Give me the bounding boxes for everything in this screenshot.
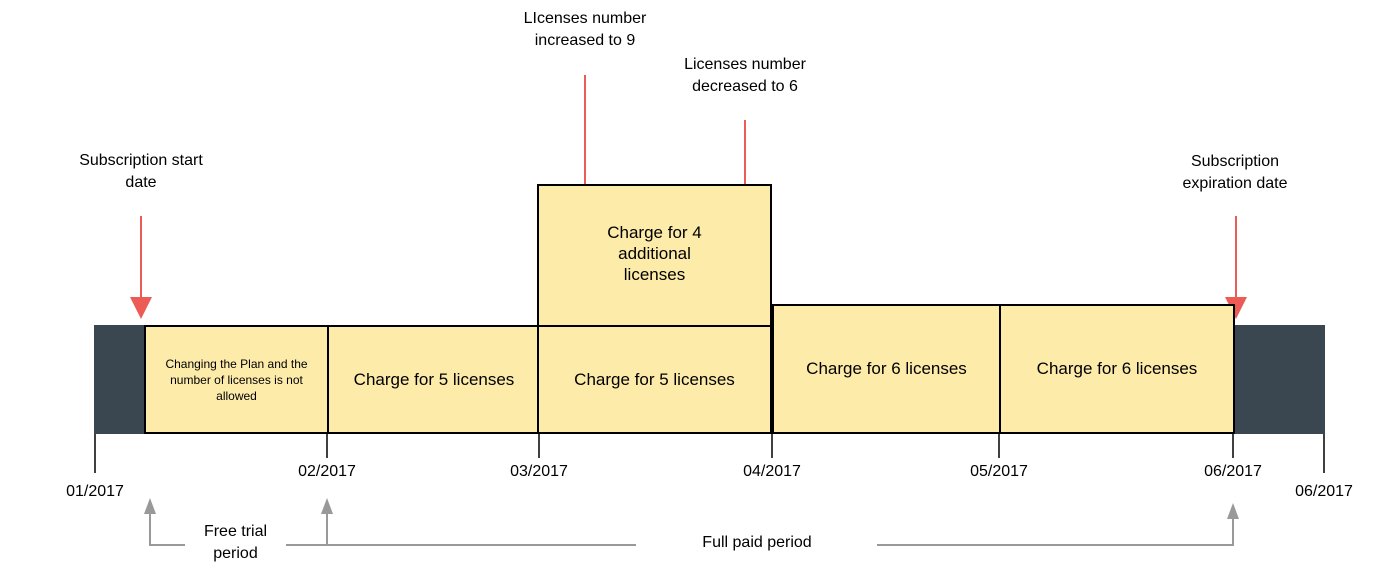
feb-charge-text: Charge for 5 licenses bbox=[353, 369, 515, 389]
feb-charge-box: Charge for 5 licenses bbox=[327, 325, 541, 434]
licenses-decreased-label: Licenses number decreased to 6 bbox=[684, 56, 806, 95]
mar-charge-box: Charge for 5 licenses bbox=[537, 325, 772, 434]
arrow-subscription-expiration bbox=[1225, 216, 1247, 319]
pre-subscription-segment bbox=[94, 325, 146, 434]
post-subscription-segment bbox=[1233, 325, 1325, 434]
tick-label-04-2017: 04/2017 bbox=[743, 463, 801, 480]
tick-label-06-2017-end: 06/2017 bbox=[1295, 483, 1353, 500]
tick-label-05-2017: 05/2017 bbox=[970, 463, 1028, 480]
mar-additional-text: Charge for 4 additional licenses bbox=[607, 223, 702, 284]
period-bracket-full-paid bbox=[321, 498, 1239, 546]
full-paid-period-label: Full paid period bbox=[702, 534, 812, 551]
mar-additional-box: Charge for 4 additional licenses bbox=[537, 184, 772, 327]
licenses-increased-label: LIcenses number increased to 9 bbox=[523, 10, 647, 49]
mar-charge-text: Charge for 5 licenses bbox=[574, 369, 735, 389]
free-trial-period-label: Free trial period bbox=[203, 523, 268, 562]
may-charge-text: Charge for 6 licenses bbox=[1036, 359, 1198, 378]
period-bracket-free-trial bbox=[144, 498, 327, 546]
free-trial-box: Changing the Plan and the number of lice… bbox=[144, 325, 329, 434]
tick-label-02-2017: 02/2017 bbox=[298, 463, 356, 480]
free-trial-box-text: Changing the Plan and the number of lice… bbox=[165, 356, 308, 403]
tick-label-03-2017: 03/2017 bbox=[510, 463, 568, 480]
subscription-start-label: Subscription start date bbox=[79, 152, 203, 191]
arrow-subscription-start bbox=[130, 216, 152, 319]
subscription-expiration-label: Subscription expiration date bbox=[1182, 153, 1288, 192]
may-charge-box: Charge for 6 licenses bbox=[999, 304, 1235, 434]
tick-label-06-2017: 06/2017 bbox=[1204, 463, 1262, 480]
apr-charge-box: Charge for 6 licenses bbox=[772, 304, 1001, 434]
apr-charge-text: Charge for 6 licenses bbox=[806, 359, 967, 378]
tick-label-01-2017: 01/2017 bbox=[66, 483, 124, 500]
